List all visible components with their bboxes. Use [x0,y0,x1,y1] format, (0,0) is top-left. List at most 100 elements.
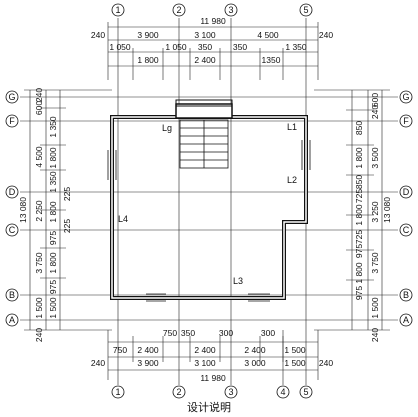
bottom-axis-bubbles [111,385,313,399]
left-dim-1800-b: 1 800 [48,201,58,223]
left-dim-3750: 3 750 [34,252,44,274]
right-dim-3500: 3 500 [370,147,380,169]
bottom-dimension-lines [107,330,319,380]
right-dim-1500: 1 500 [370,297,380,319]
axis-d-right: D [403,187,410,197]
right-dim-240-bottom: 240 [370,328,380,342]
bottom-dim-1500-b: 1 500 [284,358,306,368]
bottom-dim-2400-b: 2 400 [194,345,216,355]
right-dim-3250: 3 250 [370,201,380,223]
left-dim-1800-a: 1 800 [48,147,58,169]
right-dim-600: 600 [370,93,380,107]
right-dim-texts: 13 080 600 240 3 500 3 250 3 750 1 500 2… [354,93,392,342]
bottom-dim-240-right: 240 [319,358,333,368]
bottom-dim-750: 750 [113,345,127,355]
top-dimension-lines [107,22,319,80]
left-dim-240-bottom: 240 [34,328,44,342]
top-dim-240-left: 240 [91,30,105,40]
axis-d-left: D [9,187,16,197]
right-dim-3750: 3 750 [370,252,380,274]
axis-3-top: 3 [228,5,233,15]
bottom-dim-750-top: 750 [163,328,177,338]
axis-5-bottom: 5 [303,387,308,397]
axis-a-right: A [403,315,409,325]
axis-b-right: B [403,290,409,300]
bottom-dim-300-a: 300 [219,328,233,338]
bottom-dim-2400-a: 2 400 [137,345,159,355]
left-dim-texts: 13 080 240 600 4 500 2 250 3 750 1 500 2… [18,88,72,342]
left-dim-2250: 2 250 [34,200,44,222]
right-axis-bubbles [399,90,413,327]
right-dim-975-a: 975 [354,244,364,258]
left-dim-600: 600 [34,101,44,115]
axis-g-left: G [8,92,15,102]
top-dim-3900: 3 900 [137,30,159,40]
axis-a-left: A [9,315,15,325]
right-dim-1800-b: 1 800 [354,204,364,226]
left-dim-225-b: 225 [62,219,72,233]
bottom-dim-300-b: 300 [261,328,275,338]
bottom-dim-350: 350 [181,328,195,338]
top-dim-4500: 4 500 [257,30,279,40]
top-axis-bubbles [111,3,313,17]
left-dim-1500: 1 500 [34,297,44,319]
left-dimension-lines [24,89,112,331]
label-l2: L2 [287,175,297,185]
right-dim-850-a: 850 [354,121,364,135]
right-total-dim: 13 080 [382,197,392,223]
axis-f-right: F [403,116,409,126]
top-dim-350-b: 350 [233,42,247,52]
top-dim-1050-a: 1 050 [109,42,131,52]
axis-f-left: F [9,116,15,126]
top-dim-1800: 1 800 [137,55,159,65]
axis-g-right: G [402,92,409,102]
top-dim-2400: 2 400 [194,55,216,65]
axis-4-bottom: 4 [280,387,285,397]
axis-3-bottom: 3 [228,387,233,397]
label-l1: L1 [287,122,297,132]
staircase [179,119,229,169]
axis-2-bottom: 2 [176,387,181,397]
top-dim-350-a: 350 [198,42,212,52]
building-walls [110,99,308,300]
left-dim-240-top: 240 [34,88,44,102]
left-axis-bubbles [5,90,19,327]
axis-c-right: C [403,225,410,235]
right-dim-725-b: 725 [354,230,364,244]
left-dim-975-b: 975 [48,280,58,294]
right-dim-725-a: 725 [354,189,364,203]
bottom-dim-1500-a: 1 500 [284,345,306,355]
top-total-dim: 11 980 [200,16,226,26]
top-dim-1050-b: 1 050 [165,42,187,52]
label-l4: L4 [118,214,128,224]
label-lg: Lg [162,123,172,133]
left-dim-975-a: 975 [48,231,58,245]
left-dim-1500-b: 1 500 [48,297,58,319]
axis-5-top: 5 [303,5,308,15]
bottom-dim-240-left: 240 [91,358,105,368]
top-dim-3100: 3 100 [194,30,216,40]
axis-1-bottom: 1 [115,387,120,397]
left-dim-1350-a: 1 350 [48,116,58,138]
bottom-dim-3100: 3 100 [194,358,216,368]
right-dim-1800-a: 1 800 [354,147,364,169]
label-l3: L3 [233,276,243,286]
left-dim-1350-b: 1 350 [48,171,58,193]
axis-b-left: B [9,290,15,300]
axis-1-top: 1 [115,5,120,15]
bottom-dim-3000: 3 000 [244,358,266,368]
right-dim-850-b: 850 [354,175,364,189]
left-dim-1800-c: 1 800 [48,252,58,274]
right-dim-240-top: 240 [370,105,380,119]
left-dim-4500: 4 500 [34,146,44,168]
left-total-dim: 13 080 [18,197,28,223]
left-dim-225-a: 225 [62,187,72,201]
top-dim-240-right: 240 [319,30,333,40]
figure-caption: 设计说明 [187,400,231,414]
axis-2-top: 2 [176,5,181,15]
bottom-dim-3900: 3 900 [137,358,159,368]
window-openings [107,140,311,302]
bottom-dim-2400-c: 2 400 [244,345,266,355]
